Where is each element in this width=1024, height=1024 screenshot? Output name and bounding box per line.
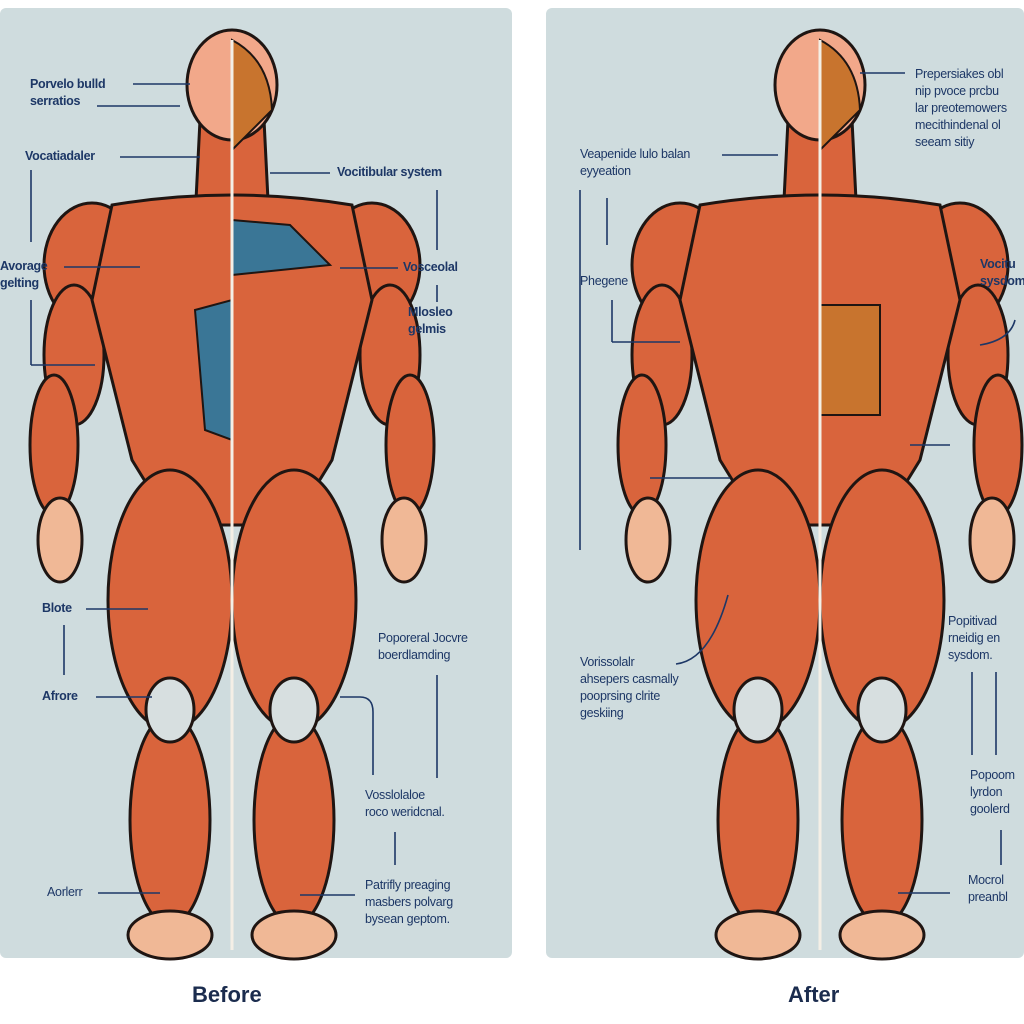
- label-after-4: Vocitu sysdom: [980, 257, 1024, 288]
- leader-lines: [30, 72, 1016, 896]
- before-figure: [28, 28, 436, 961]
- label-after-2: Prepersiakes obl nip pvoce prcbu lar pre…: [915, 67, 1007, 149]
- label-after-8: Mocrol preanbl: [968, 873, 1008, 904]
- label-after-7: Popoom lyrdon goolerd: [970, 768, 1015, 816]
- label-before-4: Vocitibular system: [337, 165, 442, 179]
- label-before-12: Patrifly preaging masbers polvarg bysean…: [365, 878, 453, 926]
- after-caption: After: [788, 982, 840, 1007]
- before-caption: Before: [192, 982, 262, 1007]
- label-after-5: Vorissolalr ahsepers casmally pooprsing …: [580, 655, 679, 720]
- label-after-6: Popitivad rneidig en sysdom.: [948, 614, 1000, 662]
- label-before-2: Vocatiadaler: [25, 149, 95, 163]
- label-before-5: Vosceolal: [403, 260, 458, 274]
- label-before-8: Afrore: [42, 689, 78, 703]
- label-before-10: Poporeral Jocvre boerdlamding: [378, 631, 468, 662]
- label-before-6: Mlosleo gelmis: [408, 305, 453, 336]
- after-figure: [616, 28, 1024, 961]
- label-before-3: Avorage gelting: [0, 259, 48, 290]
- label-before-7: Blote: [42, 601, 72, 615]
- label-before-1: Porvelo bulld serratios: [30, 77, 106, 108]
- label-after-3: Phegene: [580, 274, 628, 288]
- label-after-1: Veapenide lulo balan eyyeation: [580, 147, 691, 178]
- label-before-11: Vosslolaloe roco weridcnal.: [365, 788, 445, 819]
- label-before-9: Aorlerr: [47, 885, 83, 899]
